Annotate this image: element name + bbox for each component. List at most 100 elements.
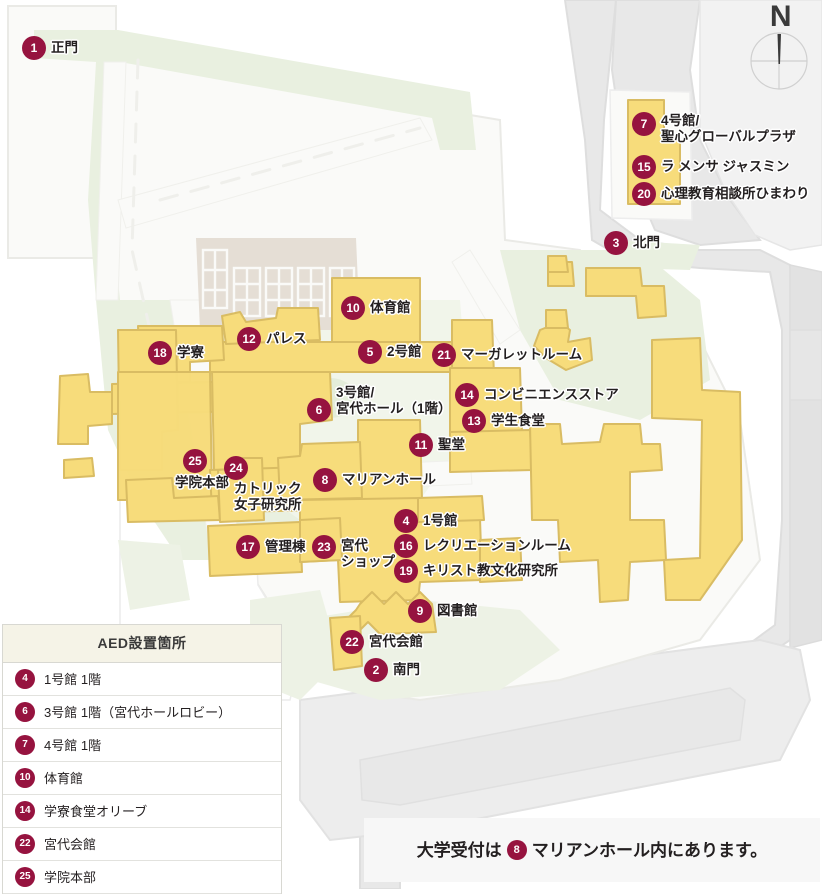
poi-recreation-room[interactable]: 16 レクリエーションルーム	[394, 534, 571, 558]
poi-south-gate[interactable]: 2 南門	[364, 658, 420, 682]
aed-marker-14: 14	[15, 801, 35, 821]
aed-row: 25 学院本部	[3, 861, 281, 894]
marker-21: 21	[432, 343, 456, 367]
marker-2: 2	[364, 658, 388, 682]
marker-3: 3	[604, 231, 628, 255]
poi-label-building-1: 1号館	[423, 513, 458, 528]
aed-marker-6: 6	[15, 702, 35, 722]
marker-1: 1	[22, 36, 46, 60]
poi-label-administration: 管理棟	[265, 539, 306, 554]
poi-label-library: 図書館	[437, 603, 478, 618]
aed-marker-22: 22	[15, 834, 35, 854]
marker-7: 7	[632, 112, 656, 136]
marker-16: 16	[394, 534, 418, 558]
poi-label-palace: パレス	[266, 331, 307, 346]
poi-library[interactable]: 9 図書館	[408, 599, 478, 623]
poi-main-gate[interactable]: 1 正門	[22, 36, 78, 60]
marker-25: 25	[183, 449, 207, 473]
marker-18: 18	[148, 341, 172, 365]
poi-label-gym: 体育館	[370, 300, 411, 315]
marker-19: 19	[394, 559, 418, 583]
compass-rose: N	[748, 2, 810, 90]
reception-notice: 大学受付は 8 マリアンホール内にあります。	[364, 818, 820, 882]
poi-building-1[interactable]: 4 1号館	[394, 509, 458, 533]
poi-christian-culture-institute[interactable]: 19 キリスト教文化研究所	[394, 559, 558, 583]
marker-8: 8	[313, 468, 337, 492]
poi-label-north-gate: 北門	[633, 235, 660, 250]
poi-palace[interactable]: 12 パレス	[237, 327, 307, 351]
poi-la-mensa-jasmine[interactable]: 15 ラ メンサ ジャスミン	[632, 155, 789, 179]
marker-9: 9	[408, 599, 432, 623]
poi-label-margaret-room: マーガレットルーム	[461, 347, 583, 362]
reception-suffix: マリアンホール内にあります。	[531, 840, 768, 860]
poi-label-la-mensa-jasmine: ラ メンサ ジャスミン	[661, 159, 790, 174]
poi-convenience-store[interactable]: 14 コンビニエンスストア	[455, 383, 619, 407]
aed-row: 22 宮代会館	[3, 828, 281, 861]
poi-label-miyashiro-kaikan: 宮代会館	[369, 634, 423, 649]
aed-marker-10: 10	[15, 768, 35, 788]
poi-label-building-2: 2号館	[387, 344, 422, 359]
poi-label-dormitory: 学寮	[177, 345, 204, 360]
marker-4: 4	[394, 509, 418, 533]
poi-dormitory[interactable]: 18 学寮	[148, 341, 204, 365]
poi-building-4[interactable]: 7 4号館/ 聖心グローバルプラザ	[632, 112, 796, 146]
aed-row-label: 3号館 1階（宮代ホールロビー）	[44, 704, 232, 720]
marker-14: 14	[455, 383, 479, 407]
aed-marker-7: 7	[15, 735, 35, 755]
marker-13: 13	[462, 409, 486, 433]
marker-6: 6	[307, 398, 331, 422]
marker-24: 24	[224, 456, 248, 480]
marker-17: 17	[236, 535, 260, 559]
poi-label-student-cafeteria: 学生食堂	[491, 413, 545, 428]
poi-label-counseling-center: 心理教育相談所ひまわり	[661, 186, 810, 201]
reception-marker-8: 8	[506, 840, 527, 860]
aed-table-header: AED設置箇所	[3, 625, 281, 663]
poi-marian-hall[interactable]: 8 マリアンホール	[313, 468, 436, 492]
aed-row: 10 体育館	[3, 762, 281, 795]
poi-building-2[interactable]: 5 2号館	[358, 340, 422, 364]
poi-building-3[interactable]: 6 3号館/ 宮代ホール（1階）	[307, 385, 452, 422]
poi-miyashiro-shop[interactable]: 23 宮代 ショップ	[312, 535, 395, 571]
buildings	[57, 99, 743, 671]
aed-row: 4 1号館 1階	[3, 663, 281, 696]
poi-north-gate[interactable]: 3 北門	[604, 231, 660, 255]
poi-chapel[interactable]: 11 聖堂	[409, 433, 465, 457]
poi-label-building-3: 3号館/ 宮代ホール（1階）	[336, 385, 452, 417]
poi-administration[interactable]: 17 管理棟	[236, 535, 306, 559]
aed-row-label: 宮代会館	[44, 836, 97, 852]
compass-dial	[750, 32, 808, 90]
poi-student-cafeteria[interactable]: 13 学生食堂	[462, 409, 545, 433]
aed-marker-25: 25	[15, 867, 35, 887]
poi-label-chapel: 聖堂	[438, 437, 465, 452]
poi-label-marian-hall: マリアンホール	[342, 472, 436, 487]
poi-institute-hq[interactable]: 25 学院本部	[175, 449, 229, 491]
marker-11: 11	[409, 433, 433, 457]
aed-row-label: 体育館	[44, 770, 84, 786]
poi-label-main-gate: 正門	[51, 40, 78, 55]
poi-label-catholic-womens-institute: カトリック 女子研究所	[234, 481, 302, 513]
marker-23: 23	[312, 535, 336, 559]
marker-10: 10	[341, 296, 365, 320]
poi-gym[interactable]: 10 体育館	[341, 296, 411, 320]
reception-prefix: 大学受付は	[416, 840, 502, 860]
marker-20: 20	[632, 182, 656, 206]
aed-row-label: 4号館 1階	[44, 737, 102, 753]
poi-miyashiro-kaikan[interactable]: 22 宮代会館	[340, 630, 423, 654]
poi-label-recreation-room: レクリエーションルーム	[423, 538, 571, 553]
poi-label-miyashiro-shop: 宮代 ショップ	[341, 538, 395, 570]
poi-margaret-room[interactable]: 21 マーガレットルーム	[432, 343, 582, 367]
aed-row: 14 学寮食堂オリーブ	[3, 795, 281, 828]
aed-row-label: 学院本部	[44, 869, 97, 885]
poi-label-building-4: 4号館/ 聖心グローバルプラザ	[661, 113, 796, 145]
marker-15: 15	[632, 155, 656, 179]
poi-label-institute-hq: 学院本部	[175, 475, 229, 490]
poi-label-south-gate: 南門	[393, 662, 420, 677]
poi-counseling-center[interactable]: 20 心理教育相談所ひまわり	[632, 182, 810, 206]
marker-5: 5	[358, 340, 382, 364]
poi-catholic-womens-institute[interactable]: 24 カトリック 女子研究所	[224, 456, 302, 514]
aed-legend-table: AED設置箇所 4 1号館 1階 6 3号館 1階（宮代ホールロビー） 7 4号…	[2, 624, 282, 894]
aed-row-label: 1号館 1階	[44, 671, 102, 687]
